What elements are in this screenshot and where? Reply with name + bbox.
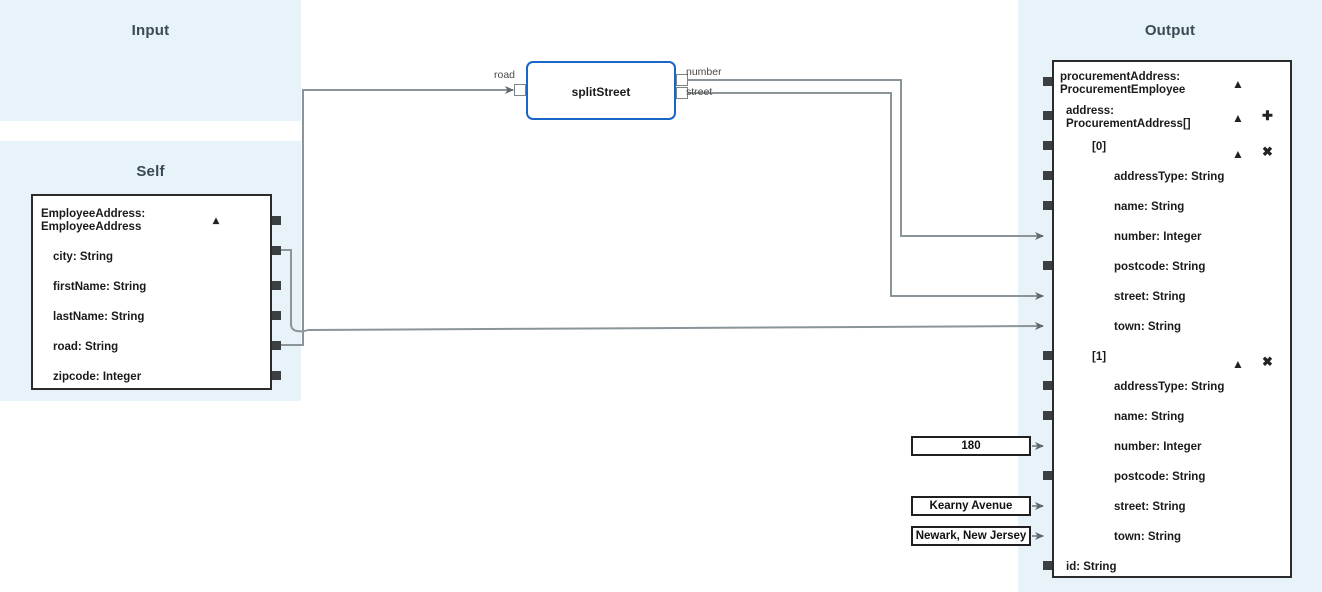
output-port-addresstype-1[interactable]	[1043, 381, 1052, 390]
self-port-lastname[interactable]	[272, 311, 281, 320]
self-field-firstname: firstName: String	[53, 281, 147, 293]
self-port-firstname[interactable]	[272, 281, 281, 290]
self-node-header: EmployeeAddress: EmployeeAddress	[41, 208, 146, 233]
output-panel-title: Output	[1144, 22, 1196, 39]
chevron-up-icon[interactable]: ▲	[1232, 147, 1244, 161]
chevron-up-icon[interactable]: ▴	[213, 213, 220, 227]
wire-city-to-town-long	[307, 322, 1044, 331]
output-row-label: address: ProcurementAddress[]	[1066, 105, 1191, 130]
input-panel: Input	[0, 0, 301, 121]
output-port-postcode-1[interactable]	[1043, 471, 1052, 480]
output-port-index-1[interactable]	[1043, 351, 1052, 360]
self-field-zipcode: zipcode: Integer	[53, 371, 142, 383]
self-node[interactable]: EmployeeAddress: EmployeeAddress ▴ city:…	[31, 194, 272, 390]
output-row-label: postcode: String	[1114, 261, 1206, 273]
input-panel-title: Input	[131, 22, 170, 39]
splitstreet-output-port-number[interactable]	[676, 74, 688, 86]
output-port-index-0[interactable]	[1043, 141, 1052, 150]
self-port-zipcode[interactable]	[272, 371, 281, 380]
output-row-label: street: String	[1114, 291, 1186, 303]
output-node[interactable]: procurementAddress: ProcurementEmployee ▲…	[1052, 60, 1292, 578]
self-field-road: road: String	[53, 341, 119, 353]
output-row-label: name: String	[1114, 411, 1185, 423]
output-row-label: name: String	[1114, 201, 1185, 213]
output-row-label: addressType: String	[1114, 381, 1225, 393]
chevron-up-icon[interactable]: ▲	[1232, 357, 1244, 371]
constant-value-box[interactable]: Kearny Avenue	[911, 496, 1031, 516]
output-row-label: town: String	[1114, 531, 1182, 543]
chevron-up-icon[interactable]: ▲	[1232, 77, 1244, 91]
output-row-label: street: String	[1114, 501, 1186, 513]
output-row-label: postcode: String	[1114, 471, 1206, 483]
wire-number-to-output	[688, 79, 1044, 240]
output-row-label: town: String	[1114, 321, 1182, 333]
output-row-label: procurementAddress: ProcurementEmployee	[1060, 71, 1186, 96]
chevron-up-icon[interactable]: ▲	[1232, 111, 1244, 125]
close-icon[interactable]: ✖	[1262, 354, 1273, 369]
self-port-header[interactable]	[272, 216, 281, 225]
splitstreet-input-label-road: road	[494, 69, 516, 81]
output-row-label: number: Integer	[1114, 231, 1202, 243]
output-port-address[interactable]	[1043, 111, 1052, 120]
splitstreet-output-label-street: street	[686, 86, 713, 98]
output-port-id[interactable]	[1043, 561, 1052, 570]
self-port-road[interactable]	[272, 341, 281, 350]
constant-value-box[interactable]: 180	[911, 436, 1031, 456]
output-row-label: [0]	[1092, 141, 1107, 153]
output-port-name-1[interactable]	[1043, 411, 1052, 420]
self-field-city: city: String	[53, 251, 114, 263]
output-port-procurementaddress[interactable]	[1043, 77, 1052, 86]
output-port-name-0[interactable]	[1043, 201, 1052, 210]
output-port-postcode-0[interactable]	[1043, 261, 1052, 270]
self-port-city[interactable]	[272, 246, 281, 255]
output-row-label: number: Integer	[1114, 441, 1202, 453]
splitstreet-output-label-number: number	[686, 66, 722, 78]
output-row-label: [1]	[1092, 351, 1107, 363]
function-node-splitstreet[interactable]: splitStreet	[526, 61, 676, 120]
function-node-label: splitStreet	[571, 85, 631, 99]
wire-road-to-splitstreet	[281, 86, 514, 346]
self-panel-title: Self	[136, 163, 165, 180]
output-row-label: id: String	[1066, 561, 1117, 573]
splitstreet-output-port-street[interactable]	[676, 87, 688, 99]
constant-value-box[interactable]: Newark, New Jersey	[911, 526, 1031, 546]
wire-street-to-output	[688, 92, 1044, 300]
self-field-lastname: lastName: String	[53, 311, 145, 323]
plus-icon[interactable]: ✚	[1262, 108, 1273, 123]
close-icon[interactable]: ✖	[1262, 144, 1273, 159]
output-port-addresstype-0[interactable]	[1043, 171, 1052, 180]
splitstreet-input-port-road[interactable]	[514, 84, 526, 96]
output-row-label: addressType: String	[1114, 171, 1225, 183]
